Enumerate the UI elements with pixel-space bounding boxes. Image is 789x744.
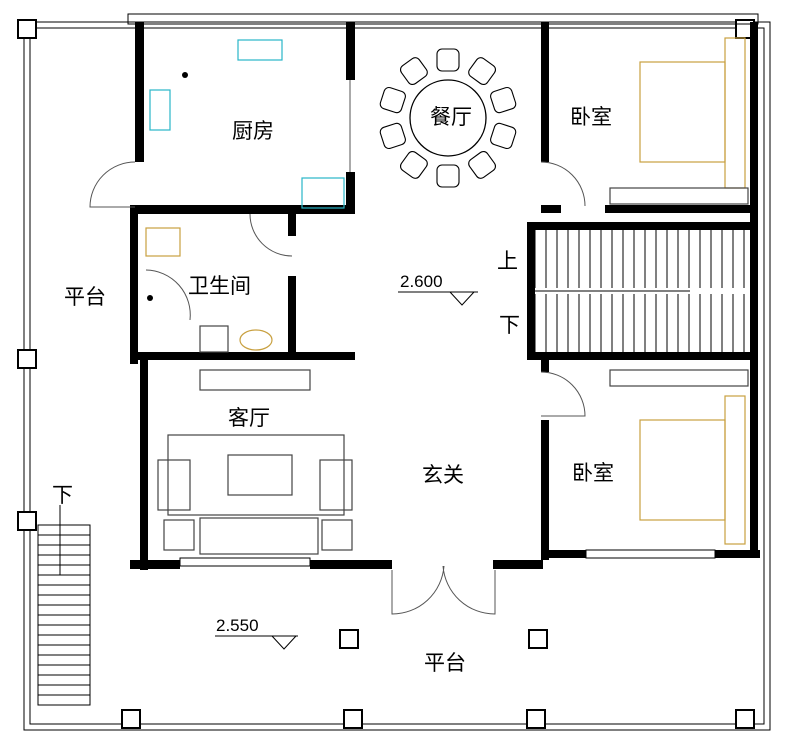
bathroom-fixtures	[145, 227, 273, 353]
room-label-bathroom: 卫生间	[188, 274, 251, 298]
chair	[379, 86, 406, 114]
stairs	[527, 230, 745, 352]
outdoor-stairs-down-label: 下	[52, 483, 73, 507]
room-label-entrance: 玄关	[422, 463, 464, 487]
room-label-platform-left: 平台	[64, 285, 106, 309]
stairs-up-label: 上	[497, 249, 518, 273]
elevation-marker-floor: 2.600	[398, 272, 478, 306]
chair	[468, 150, 497, 179]
elevation-floor: 2.600	[400, 272, 443, 291]
chair	[379, 122, 406, 150]
bedroom-bottom-bed	[609, 369, 749, 545]
room-label-bedroom-bottom: 卧室	[572, 461, 614, 485]
chair	[399, 57, 428, 86]
platform-outline	[23, 21, 771, 731]
room-label-platform-bottom: 平台	[424, 651, 466, 675]
room-label-living-room: 客厅	[228, 406, 270, 430]
room-label-bedroom-top: 卧室	[570, 105, 612, 129]
room-label-dining: 餐厅	[430, 105, 472, 129]
kitchen-fixtures	[149, 39, 345, 209]
elevation-platform: 2.550	[216, 616, 259, 635]
bedroom-top-bed	[609, 37, 749, 205]
living-room-furniture	[157, 369, 353, 555]
stairs-down-label: 下	[499, 313, 520, 337]
walls	[127, 13, 760, 570]
doors	[89, 80, 586, 615]
elevation-marker-platform: 2.550	[215, 616, 298, 650]
chair	[468, 57, 497, 86]
table-top	[409, 79, 487, 157]
chair	[436, 48, 460, 72]
chair	[490, 86, 517, 114]
dining-table	[379, 48, 517, 188]
outdoor-stairs	[37, 524, 91, 706]
room-label-kitchen: 厨房	[232, 119, 274, 143]
chair	[490, 122, 517, 150]
columns	[17, 19, 755, 729]
chair	[436, 164, 460, 188]
chair	[399, 150, 428, 179]
